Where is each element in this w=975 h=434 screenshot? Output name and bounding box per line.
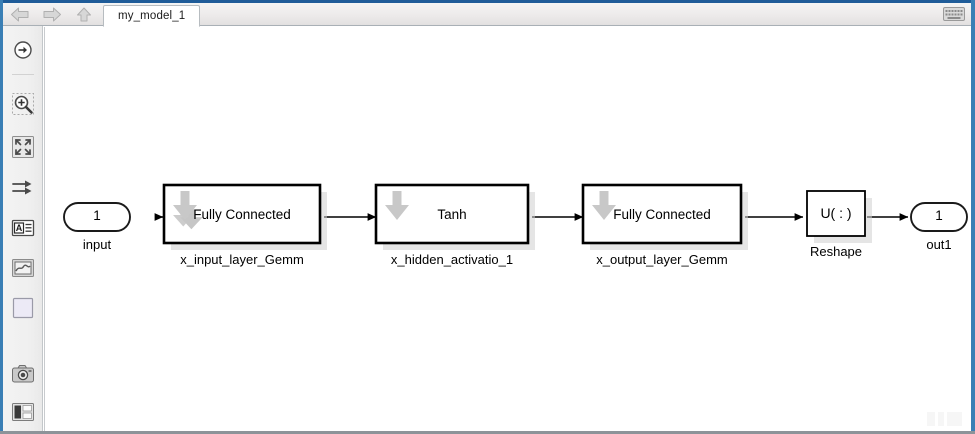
inport-1-shape [63,202,131,232]
title-bar: my_model_1 [3,3,971,27]
area-block-icon[interactable] [3,292,43,324]
block-x-input-layer-gemm-label: x_input_layer_Gemm [180,252,304,267]
navigate-into-icon[interactable] [3,34,43,66]
forward-arrow-icon[interactable] [39,4,65,25]
block-x-hidden-activatio-1-label: x_hidden_activatio_1 [390,252,514,267]
keyboard-icon[interactable] [943,7,965,21]
more-chevrons-icon[interactable] [3,430,43,434]
document-tab-my-model-1[interactable]: my_model_1 [103,5,201,27]
inport-1-value: 1 [93,208,101,223]
left-toolbar: A [3,26,43,431]
model-diagram [63,183,968,250]
signal-routing-icon[interactable] [3,172,43,204]
block-x-hidden-activatio-1-title: Tanh [437,207,467,222]
toolbar-separator-1 [12,74,34,75]
layout-panel-icon[interactable] [3,396,43,428]
inport-1-label: input [82,237,112,252]
block-x-output-layer-gemm-label: x_output_layer_Gemm [596,252,728,267]
model-canvas[interactable]: 1 input 1 out1 Fully Connected x_input_l… [44,27,971,431]
block-reshape-shape [806,190,872,243]
svg-text:A: A [16,223,23,233]
outport-1-value: 1 [935,208,943,223]
block-x-output-layer-gemm-title: Fully Connected [613,207,711,222]
navigation-arrows [7,4,97,25]
up-arrow-icon[interactable] [71,4,97,25]
back-arrow-icon[interactable] [7,4,33,25]
block-reshape-label: Reshape [809,244,863,259]
outport-1-label: out1 [926,237,952,252]
annotation-icon[interactable]: A [3,212,43,244]
fit-to-view-icon[interactable] [3,131,43,163]
outport-1-shape [910,202,968,232]
window-frame-top [0,0,975,3]
zoom-in-icon[interactable] [3,88,43,120]
window-frame-right [971,0,975,434]
canvas-corner-grip [927,410,965,426]
block-reshape-title: U( : ) [820,205,852,221]
scope-image-icon[interactable] [3,252,43,284]
window-frame-left [0,0,3,434]
block-x-input-layer-gemm-title: Fully Connected [193,207,291,222]
window-frame-bottom [0,431,975,434]
camera-icon[interactable] [3,358,43,390]
